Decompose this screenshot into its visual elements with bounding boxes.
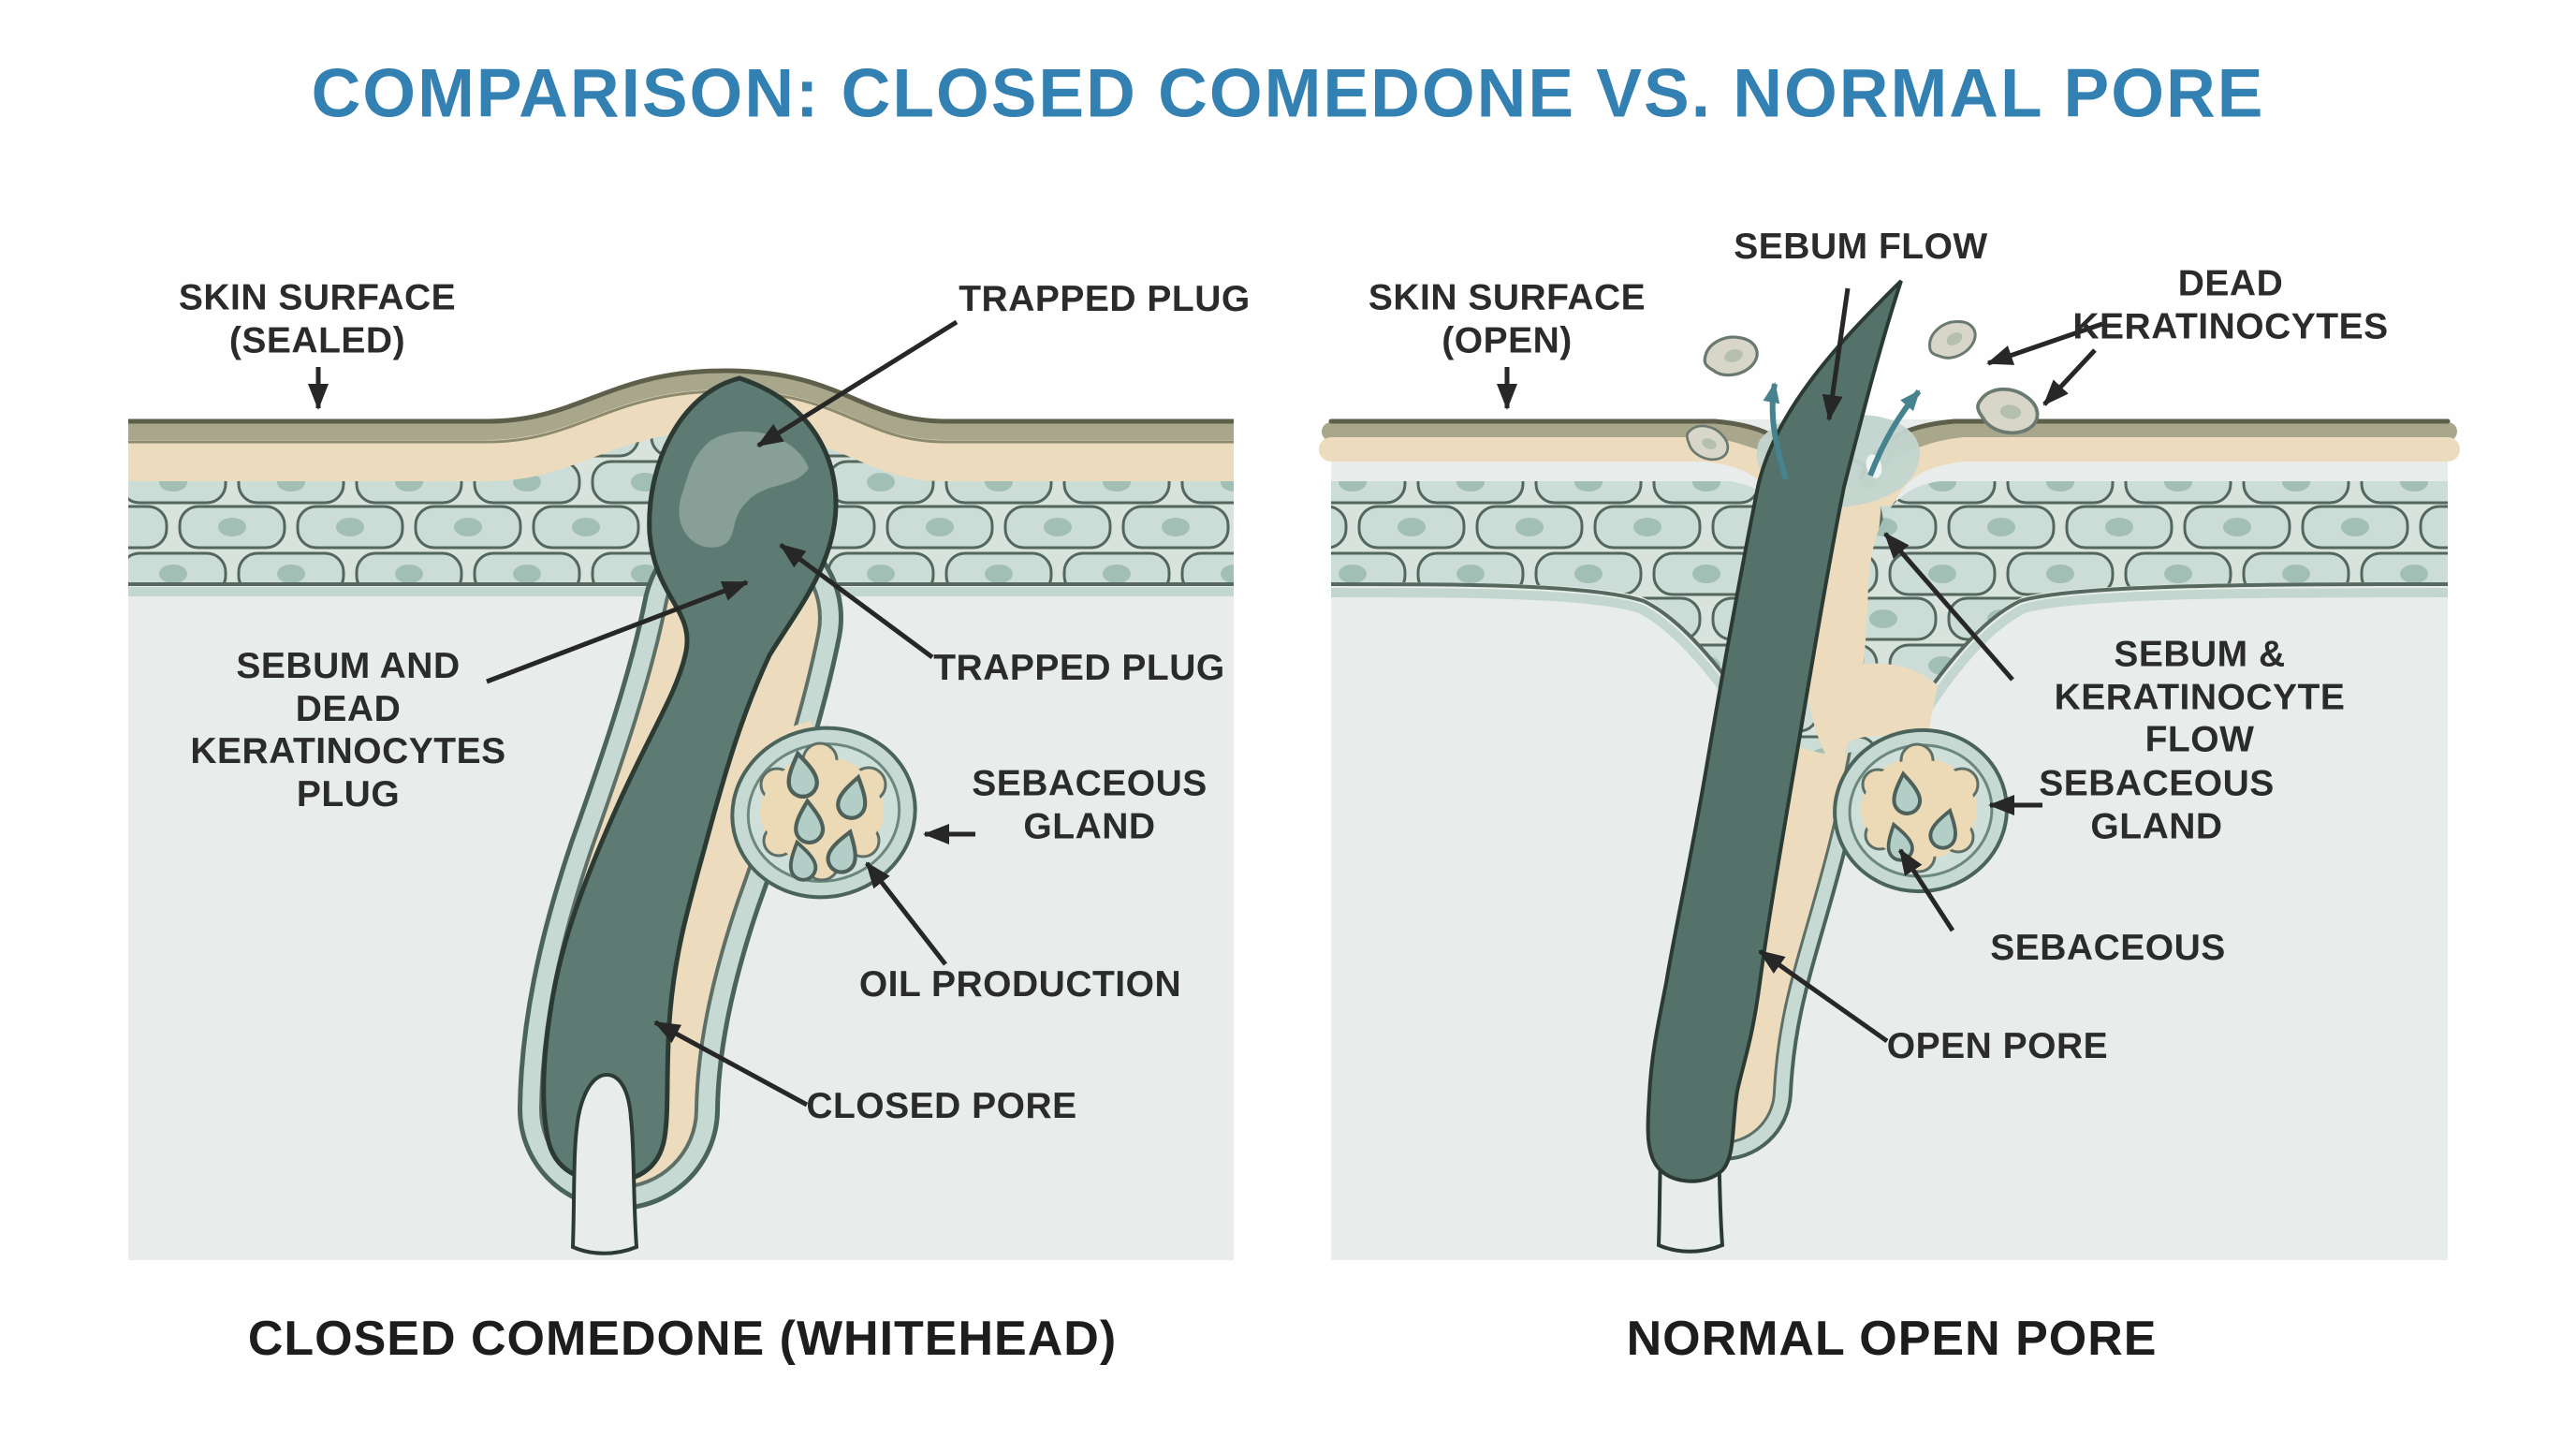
label-closed-pore: CLOSED PORE: [806, 1086, 1077, 1127]
right-panel-art: [1319, 279, 2460, 1260]
page-title: COMPARISON: CLOSED COMEDONE VS. NORMAL P…: [311, 55, 2265, 132]
sebum-flow-arrows: [1763, 382, 1922, 480]
label-trapped-plug-mid: TRAPPED PLUG: [933, 648, 1225, 689]
label-open-pore: OPEN PORE: [1886, 1026, 2109, 1067]
label-sebaceous: SEBACEOUS: [1990, 928, 2226, 969]
label-dead-keratinocytes: DEAD KERATINOCYTES: [2072, 263, 2389, 346]
left-panel-art: [128, 319, 1234, 1260]
label-skin-surface-open: SKIN SURFACE (OPEN): [1368, 277, 1647, 360]
right-annotation-arrows: [1497, 287, 2103, 1044]
label-oil-production: OIL PRODUCTION: [858, 964, 1182, 1005]
label-sebum-plug: SEBUM AND DEAD KERATINOCYTES PLUG: [190, 645, 506, 814]
right-panel-caption: NORMAL OPEN PORE: [1626, 1312, 2158, 1366]
label-trapped-plug-top: TRAPPED PLUG: [959, 279, 1251, 320]
label-sebum-flow: SEBUM FLOW: [1734, 227, 1988, 268]
label-sebaceous-gland-left: SEBACEOUS GLAND: [972, 763, 1208, 846]
label-skin-surface-sealed: SKIN SURFACE (SEALED): [178, 277, 457, 360]
label-sebum-keratinocyte-flow: SEBUM & KERATINOCYTE FLOW: [2054, 634, 2346, 760]
label-sebaceous-gland-right: SEBACEOUS GLAND: [2039, 763, 2275, 846]
left-panel-caption: CLOSED COMEDONE (WHITEHEAD): [247, 1312, 1118, 1366]
left-annotation-arrows: [308, 319, 975, 1108]
